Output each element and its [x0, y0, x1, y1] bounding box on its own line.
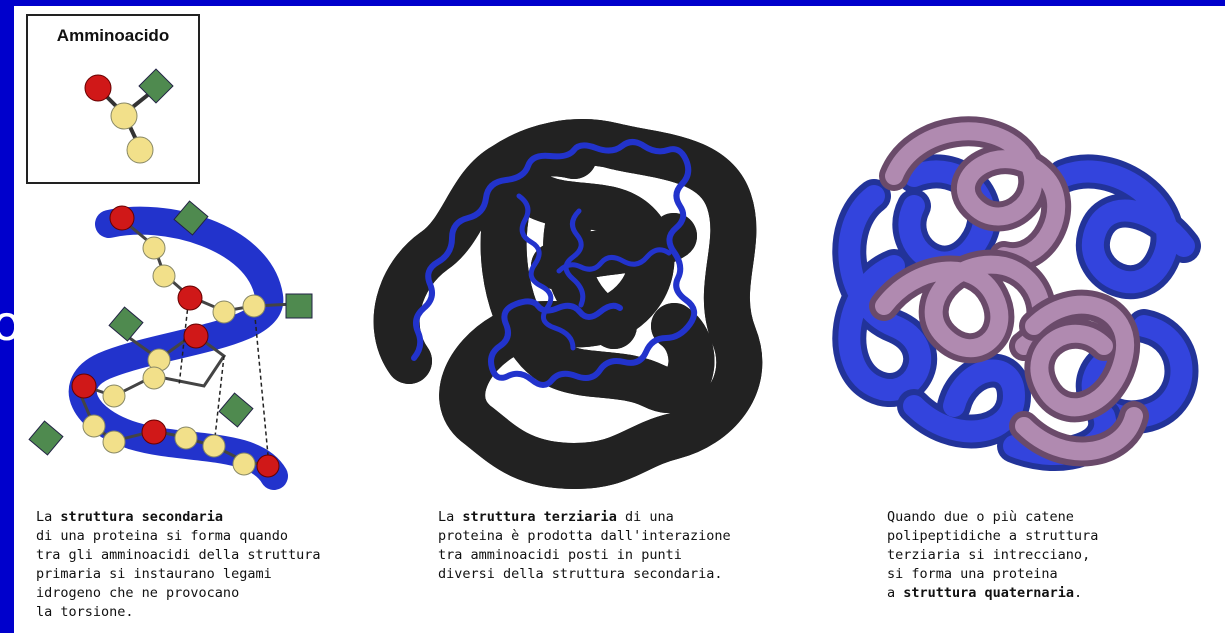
caption-secondary-structure: La struttura secondaria di una proteina …	[36, 508, 320, 622]
quaternary-structure-complex	[14, 6, 1225, 506]
caption-quaternary-structure: Quando due o più catene polipeptidiche a…	[887, 508, 1098, 603]
caption-tertiary-structure: La struttura terziaria di una proteina è…	[438, 508, 731, 584]
illustration-panel: Amminoacido	[14, 6, 1225, 633]
